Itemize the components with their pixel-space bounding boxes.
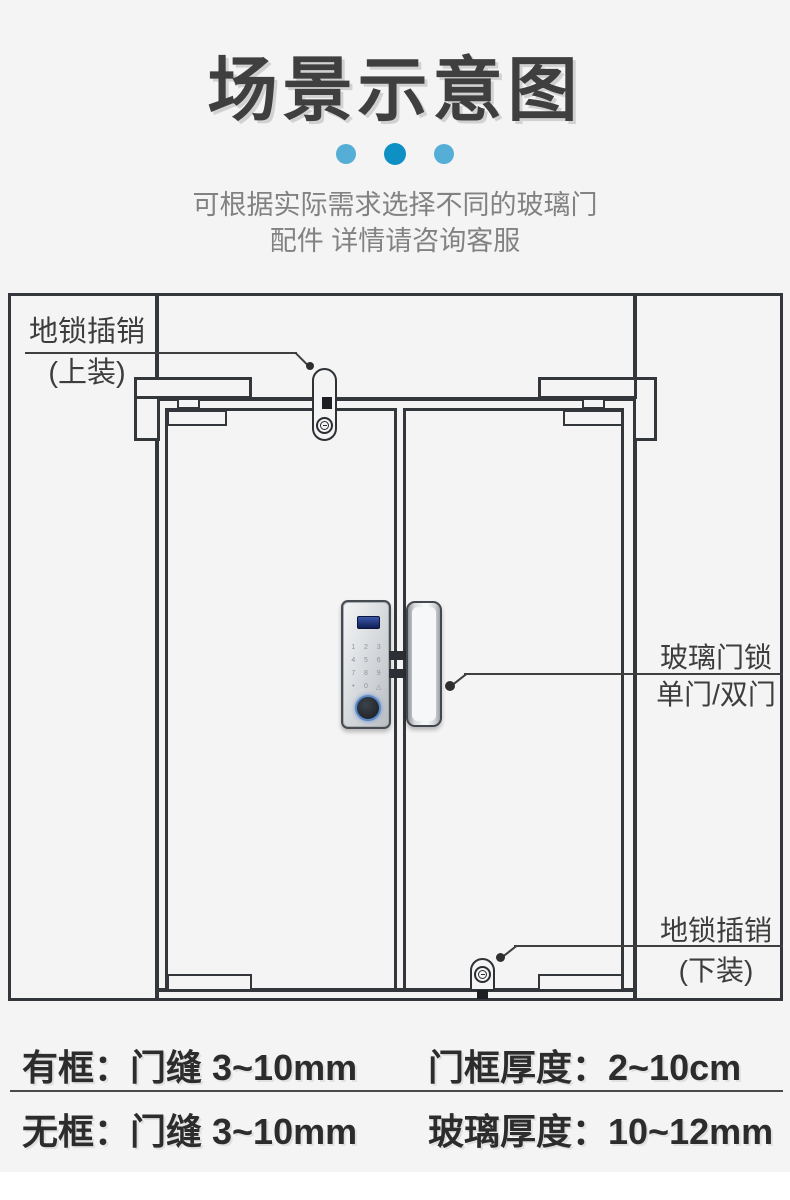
- keyhole-dash: [322, 424, 327, 427]
- blue-dot-icon: [336, 144, 356, 164]
- spec-row2-left: 无框：门缝 3~10mm: [22, 1111, 358, 1152]
- pivot-tab-left: [177, 398, 200, 409]
- spec-row1-left: 有框：门缝 3~10mm: [22, 1047, 358, 1088]
- floor-spring-bottom-left: [167, 974, 252, 991]
- lock-outdoor-handle: [406, 601, 442, 727]
- keypad-key: 7: [351, 670, 356, 677]
- door-leaf-right: [403, 408, 624, 991]
- floor-spring-bottom-right: [538, 974, 623, 991]
- label-glass-lock-line2: 单门/双门: [656, 679, 776, 710]
- fingerprint-sensor-icon: [355, 695, 381, 721]
- keypad-key: 9: [376, 670, 381, 677]
- label-bottom-bolt-line2: (下装): [678, 955, 754, 986]
- lock-display-screen: [357, 616, 380, 629]
- wall-line-right: [633, 293, 637, 1001]
- wall-line-left: [155, 293, 159, 1001]
- keyhole-inner-ring: [320, 421, 329, 430]
- bottom-bolt-pin: [477, 990, 488, 999]
- page-title: 场景示意图: [207, 51, 583, 129]
- blue-dot-icon: [384, 143, 406, 165]
- keypad-key: 2: [364, 644, 368, 651]
- door-closer-top-right: [563, 410, 623, 426]
- bottom-white-strip: [0, 1172, 790, 1200]
- subtitle-line-2: 配件 详情请咨询客服: [269, 226, 521, 256]
- top-bolt-keyhole-icon: [316, 417, 333, 434]
- leader-line-bottom: [514, 945, 783, 947]
- pivot-tab-right: [582, 398, 605, 409]
- keypad-key: 1: [351, 644, 356, 651]
- lock-keypad: 1 2 3 4 5 6 7 8 9 • 0 △: [347, 641, 385, 693]
- leader-dot-top: [306, 362, 314, 370]
- leader-dot-bottom: [496, 953, 505, 962]
- lock-clamp-upper: [389, 651, 409, 660]
- subtitle-line-1: 可根据实际需求选择不同的玻璃门: [192, 190, 598, 220]
- label-glass-lock-line1: 玻璃门锁: [659, 642, 772, 673]
- door-leaf-left: [165, 408, 397, 991]
- keypad-key: 3: [376, 644, 381, 651]
- keypad-key: 0: [364, 683, 368, 690]
- leader-line-lock: [464, 673, 783, 675]
- transom-box-left: [134, 377, 252, 399]
- handle-face-panel: [412, 607, 436, 721]
- wall-bracket-right: [633, 377, 657, 441]
- blue-dot-icon: [434, 144, 454, 164]
- label-top-bolt-line2: (上装): [48, 357, 126, 389]
- bottom-bolt-keyhole-icon: [474, 966, 491, 983]
- label-top-bolt-line1: 地锁插销: [28, 316, 145, 348]
- leader-dot-lock: [445, 681, 455, 691]
- decorative-dots: [0, 143, 790, 165]
- keypad-key: 5: [364, 657, 368, 664]
- top-bolt-pin: [322, 397, 332, 409]
- subtitle: 可根据实际需求选择不同的玻璃门 配件 详情请咨询客服: [0, 187, 790, 259]
- door-closer-top-left: [167, 410, 227, 426]
- label-bottom-bolt-line1: 地锁插销: [659, 915, 772, 946]
- keyhole-inner-ring: [478, 970, 487, 979]
- keypad-key: •: [352, 683, 355, 690]
- keyhole-dash: [480, 973, 485, 976]
- leader-line-top: [25, 352, 297, 354]
- outer-frame: [8, 293, 783, 1001]
- keypad-key: △: [375, 683, 382, 691]
- lock-clamp-lower: [389, 669, 409, 678]
- spec-row2-right: 玻璃厚度：10~12mm: [428, 1111, 774, 1152]
- keypad-key: 8: [364, 670, 368, 677]
- transom-box-right: [538, 377, 637, 399]
- keypad-key: 6: [376, 657, 381, 664]
- spec-row1-right: 门框厚度：2~10cm: [428, 1047, 742, 1088]
- spec-divider: [10, 1090, 783, 1092]
- keypad-key: 4: [351, 657, 356, 664]
- lintel-line: [159, 397, 633, 401]
